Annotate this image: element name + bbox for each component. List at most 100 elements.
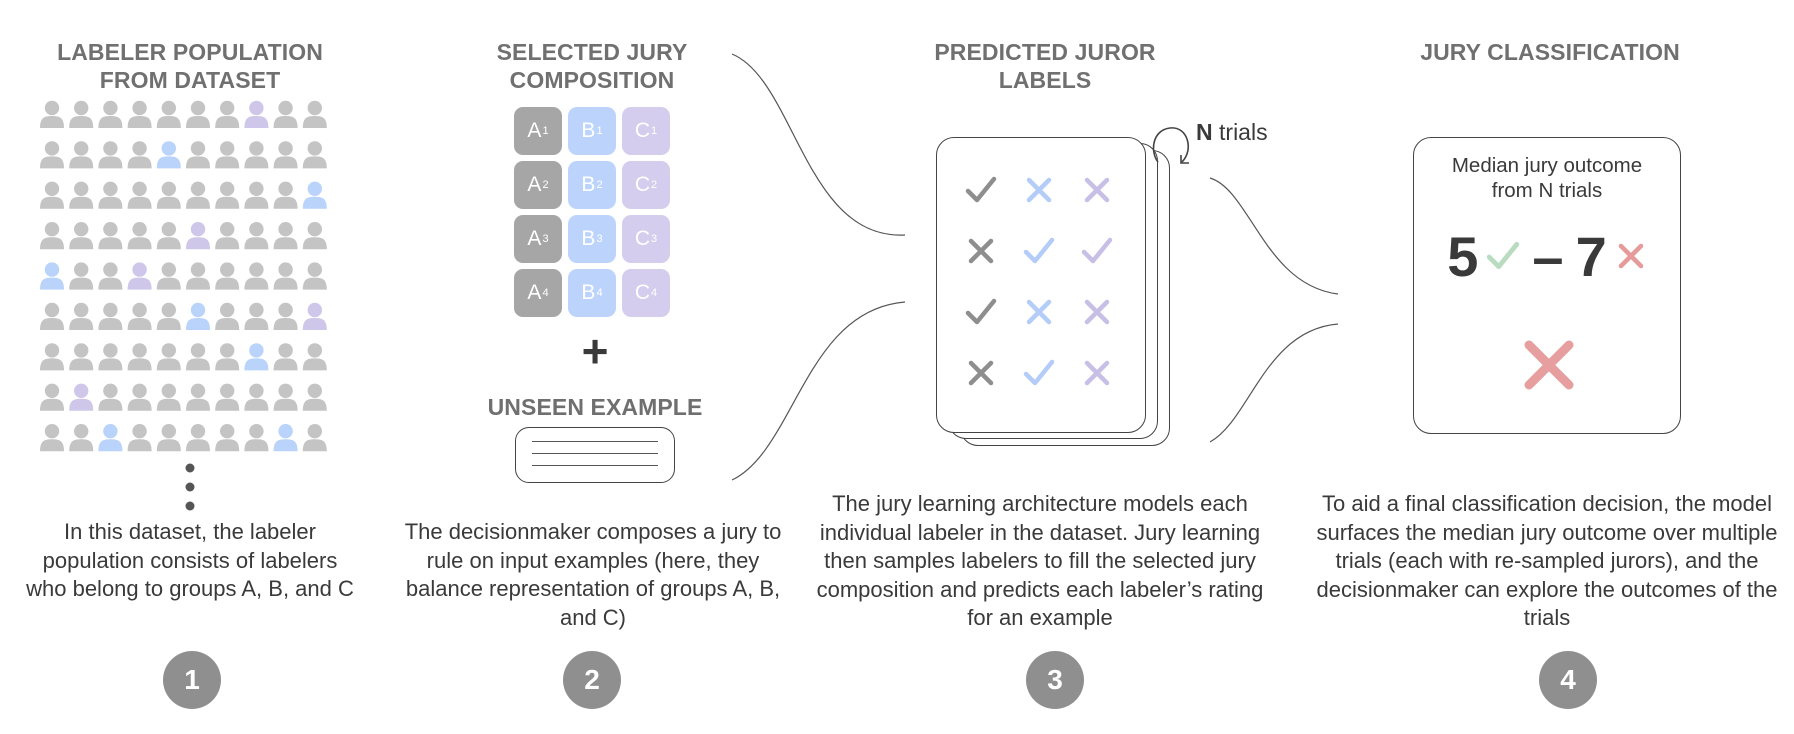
labeler-icon-group-A: [98, 181, 123, 209]
labeler-icon-group-A: [127, 383, 152, 411]
labeler-population-grid: [40, 100, 327, 452]
labeler-icon-group-A: [69, 100, 94, 128]
labeler-icon-group-A: [69, 181, 94, 209]
labeler-icon-group-A: [215, 181, 240, 209]
labeler-icon-group-A: [244, 302, 269, 330]
labeler-icon-group-A: [98, 141, 123, 169]
panel2-description: The decisionmaker composes a jury to rul…: [404, 519, 782, 630]
panel4-description: To aid a final classification decision, …: [1316, 491, 1778, 630]
tally-dash: –: [1532, 224, 1564, 288]
labeler-icon-group-A: [215, 343, 240, 371]
labeler-icon-group-A: [156, 302, 181, 330]
labeler-icon-group-C: [244, 100, 269, 128]
labeler-icon-group-A: [186, 262, 210, 290]
labeler-icon-group-A: [186, 100, 210, 128]
check-icon: [965, 298, 997, 325]
labeler-icon-group-A: [244, 424, 269, 452]
labeler-icon-group-A: [40, 222, 64, 250]
labeler-icon-group-A: [156, 383, 181, 411]
labeler-icon-group-A: [127, 424, 152, 452]
labeler-icon-group-A: [302, 343, 327, 371]
labeler-icon-group-C: [186, 222, 210, 250]
labeler-icon-group-A: [69, 141, 94, 169]
labeler-icon-group-A: [244, 222, 269, 250]
labeler-icon-group-A: [127, 222, 152, 250]
labeler-icon-group-A: [273, 262, 298, 290]
cross-icon: [968, 360, 994, 386]
labeler-icon-group-A: [40, 141, 64, 169]
labeler-icon-group-A: [69, 302, 94, 330]
cross-icon: [1084, 177, 1110, 203]
labeler-icon-group-A: [273, 141, 298, 169]
labeler-icon-group-A: [156, 222, 181, 250]
plus-sign: +: [581, 325, 609, 377]
check-icon: [965, 176, 997, 203]
labeler-icon-group-A: [127, 181, 152, 209]
labeler-icon-group-A: [302, 222, 327, 250]
labeler-icon-group-A: [69, 343, 94, 371]
labeler-icon-group-A: [215, 141, 240, 169]
labeler-icon-group-A: [40, 343, 64, 371]
labeler-icon-group-B: [156, 141, 181, 169]
labeler-icon-group-A: [98, 383, 123, 411]
labeler-icon-group-A: [127, 302, 152, 330]
labeler-icon-group-C: [69, 383, 94, 411]
labeler-icon-group-A: [215, 302, 240, 330]
labeler-icon-group-A: [302, 424, 327, 452]
labeler-icon-group-A: [302, 141, 327, 169]
panel1-heading: LABELER POPULATION FROM DATASET: [57, 39, 323, 93]
labeler-icon-group-C: [302, 302, 327, 330]
predicted-labels-card: [936, 137, 1146, 433]
check-icon: [1023, 237, 1055, 264]
labeler-icon-group-A: [273, 343, 298, 371]
labeler-icon-group-B: [273, 424, 298, 452]
labeler-icon-group-A: [40, 302, 64, 330]
check-icon: [1487, 241, 1520, 270]
outcome-caption: Median jury outcome from N trials: [1451, 154, 1643, 202]
labeler-icon-group-A: [186, 343, 210, 371]
labeler-icon-group-B: [40, 262, 64, 290]
labeler-icon-group-A: [186, 383, 210, 411]
jury-outcome-card: Median jury outcome from N trials 5 – 7: [1413, 137, 1681, 434]
labeler-icon-group-A: [127, 100, 152, 128]
labeler-icon-group-A: [215, 262, 240, 290]
labeler-icon-group-A: [69, 424, 94, 452]
step-number-2: 2: [563, 651, 621, 709]
panel1-description: In this dataset, the labeler population …: [26, 519, 354, 601]
unseen-example-label: UNSEEN EXAMPLE: [487, 394, 703, 420]
panel2-heading: SELECTED JURY COMPOSITION: [496, 39, 688, 93]
labeler-icon-group-A: [186, 424, 210, 452]
step-number-3: 3: [1026, 651, 1084, 709]
check-icon: [1081, 237, 1113, 264]
labeler-icon-group-B: [302, 181, 327, 209]
labeler-icon-group-A: [98, 343, 123, 371]
labeler-icon-group-A: [156, 262, 181, 290]
connector-curves-2-3: [731, 53, 906, 481]
labeler-icon-group-A: [156, 181, 181, 209]
cross-icon: [968, 238, 994, 264]
trials-n: N: [1196, 119, 1213, 145]
labeler-icon-group-A: [98, 222, 123, 250]
step-number-4: 4: [1539, 651, 1597, 709]
outcome-tally: 5 – 7: [1414, 224, 1680, 288]
unseen-example-document: [515, 427, 675, 483]
cross-icon: [1026, 177, 1052, 203]
cross-icon: [1084, 299, 1110, 325]
labeler-icon-group-A: [40, 424, 64, 452]
cross-icon: [1084, 360, 1110, 386]
cross-icon: [1618, 243, 1643, 269]
final-decision-cross-icon: [1524, 340, 1574, 390]
labeler-icon-group-A: [215, 383, 240, 411]
labeler-icon-group-A: [40, 383, 64, 411]
labeler-icon-group-A: [215, 100, 240, 128]
no-count: 7: [1575, 224, 1607, 288]
